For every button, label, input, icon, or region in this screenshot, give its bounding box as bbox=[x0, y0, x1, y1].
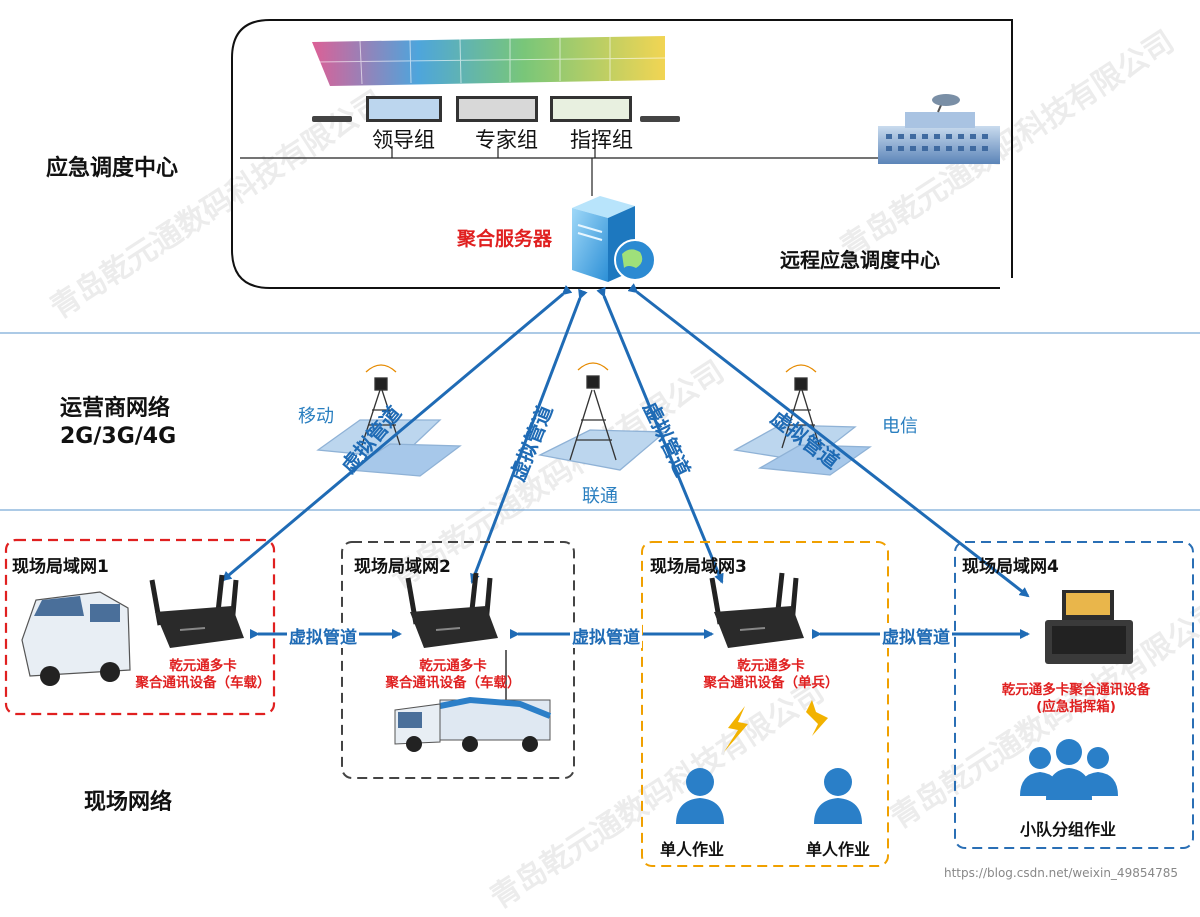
command-case-icon bbox=[1045, 590, 1133, 664]
router-icon-3 bbox=[709, 572, 804, 648]
device-label-3: 乾元通多卡 聚合通讯设备（单兵） bbox=[686, 658, 856, 692]
device-label-1-line2: 聚合通讯设备（车载） bbox=[135, 675, 271, 691]
lan-title-4: 现场局域网4 bbox=[962, 557, 1059, 577]
single-worker-label-2: 单人作业 bbox=[806, 840, 871, 859]
squad-work-label: 小队分组作业 bbox=[1020, 820, 1117, 839]
watermark-url: https://blog.csdn.net/weixin_49854785 bbox=[944, 866, 1179, 880]
device-label-3-line1: 乾元通多卡 bbox=[737, 658, 805, 674]
operator-network-generations: 2G/3G/4G bbox=[60, 424, 177, 449]
pipe-label-h3: 虚拟管道 bbox=[880, 623, 952, 648]
desk-monitor-icons bbox=[312, 96, 680, 122]
aggregation-server-icon bbox=[572, 196, 656, 282]
device-label-2: 乾元通多卡 聚合通讯设备（车载） bbox=[368, 658, 538, 692]
pipe-arrow-2 bbox=[470, 288, 588, 584]
remote-center-label: 远程应急调度中心 bbox=[780, 248, 940, 272]
truck-icon bbox=[394, 650, 552, 752]
device-label-1-line1: 乾元通多卡 bbox=[169, 658, 237, 674]
pipe-label-h2: 虚拟管道 bbox=[570, 623, 642, 648]
device-label-3-line2: 聚合通讯设备（单兵） bbox=[703, 675, 839, 691]
person-icon-1 bbox=[676, 768, 724, 824]
operator-telecom-label: 电信 bbox=[882, 416, 918, 437]
pipe-arrow-4 bbox=[627, 283, 1030, 598]
control-center-frame bbox=[231, 18, 1013, 289]
operator-network-title: 运营商网络 bbox=[60, 396, 171, 421]
lan-box-4 bbox=[954, 541, 1194, 849]
group-label-experts: 专家组 bbox=[475, 128, 538, 152]
van-icon bbox=[21, 591, 131, 686]
lan-box-3 bbox=[641, 541, 889, 867]
router-icon-2 bbox=[405, 572, 498, 648]
group-label-command: 指挥组 bbox=[570, 128, 633, 152]
remote-building-icon bbox=[878, 94, 1000, 164]
group-label-leaders: 领导组 bbox=[372, 128, 435, 152]
device-label-4: 乾元通多卡聚合通讯设备 (应急指挥箱) bbox=[978, 682, 1174, 716]
lan-title-2: 现场局域网2 bbox=[354, 557, 451, 577]
device-label-4-line1: 乾元通多卡聚合通讯设备 bbox=[1001, 682, 1151, 698]
router-icon-1 bbox=[149, 574, 244, 648]
field-network-title: 现场网络 bbox=[84, 790, 173, 815]
control-center-title: 应急调度中心 bbox=[46, 156, 179, 181]
video-wall-icon bbox=[312, 36, 666, 86]
network-diagram bbox=[0, 18, 1200, 867]
lan-box-2 bbox=[341, 541, 575, 779]
server-label: 聚合服务器 bbox=[457, 228, 553, 250]
pipe-arrow-1 bbox=[221, 285, 573, 582]
lan-title-1: 现场局域网1 bbox=[12, 557, 109, 577]
signal-bolt-icon-1 bbox=[724, 706, 748, 752]
lan-box-1 bbox=[4, 538, 276, 716]
person-icon-2 bbox=[814, 768, 862, 824]
pipe-label-h1: 虚拟管道 bbox=[287, 623, 359, 648]
single-worker-label-1: 单人作业 bbox=[660, 840, 725, 859]
lan-title-3: 现场局域网3 bbox=[650, 557, 747, 577]
signal-bolt-icon-2 bbox=[806, 700, 828, 736]
operator-unicom-label: 联通 bbox=[582, 486, 618, 507]
device-label-2-line2: 聚合通讯设备（车载） bbox=[385, 675, 521, 691]
device-label-4-line2: (应急指挥箱) bbox=[1036, 699, 1116, 715]
device-label-2-line1: 乾元通多卡 bbox=[419, 658, 487, 674]
device-label-1: 乾元通多卡 聚合通讯设备（车载） bbox=[118, 658, 288, 692]
squad-icon bbox=[1020, 739, 1118, 800]
operator-mobile-label: 移动 bbox=[298, 406, 334, 427]
